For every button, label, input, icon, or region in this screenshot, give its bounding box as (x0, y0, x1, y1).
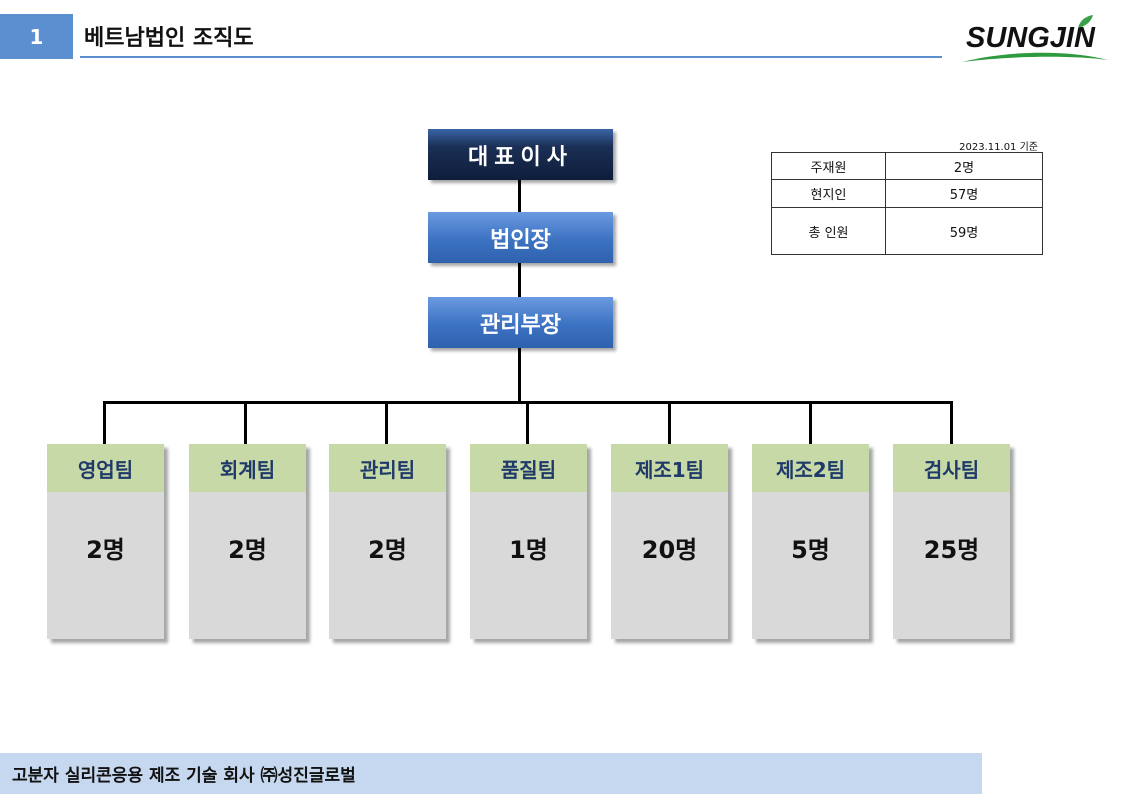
team-drop-line (809, 401, 812, 444)
team-name: 관리팀 (329, 444, 446, 492)
row-value: 59명 (885, 207, 1043, 255)
team-box: 회계팀 2명 (189, 444, 306, 639)
team-name: 회계팀 (189, 444, 306, 492)
title-underline (80, 56, 942, 58)
row-label: 총 인원 (771, 207, 886, 255)
team-box: 검사팀 25명 (893, 444, 1010, 639)
team-name: 검사팀 (893, 444, 1010, 492)
connector-manager-to-bus (518, 348, 521, 403)
footer-banner: 고분자 실리콘응용 제조 기술 회사 ㈜성진글로벌 (0, 753, 982, 794)
team-drop-line (244, 401, 247, 444)
table-row: 총 인원 59명 (771, 207, 1043, 255)
org-box-admin-manager: 관리부장 (428, 297, 613, 348)
team-headcount: 1명 (509, 536, 548, 564)
page-title: 베트남법인 조직도 (84, 26, 254, 51)
team-headcount: 2명 (86, 536, 125, 564)
team-name: 영업팀 (47, 444, 164, 492)
row-value: 57명 (885, 179, 1043, 208)
team-headcount: 20명 (641, 536, 698, 564)
team-name: 품질팀 (470, 444, 587, 492)
staff-summary-table: 주재원 2명 현지인 57명 총 인원 59명 (771, 152, 1043, 255)
company-logo: SUNGJIN (960, 10, 1110, 66)
team-headcount: 5명 (791, 536, 830, 564)
team-drop-line (526, 401, 529, 444)
table-row: 현지인 57명 (771, 179, 1043, 208)
row-label: 현지인 (771, 179, 886, 208)
logo-text: SUNGJIN (966, 22, 1095, 54)
team-headcount: 2명 (368, 536, 407, 564)
team-headcount: 2명 (228, 536, 267, 564)
row-value: 2명 (885, 152, 1043, 180)
team-box: 제조2팀 5명 (752, 444, 869, 639)
team-name: 제조1팀 (611, 444, 728, 492)
org-box-ceo: 대표이사 (428, 129, 613, 180)
connector-head-to-manager (518, 263, 521, 297)
connector-ceo-to-head (518, 180, 521, 212)
org-box-corporate-head: 법인장 (428, 212, 613, 263)
row-label: 주재원 (771, 152, 886, 180)
team-drop-line (950, 401, 953, 444)
team-box: 영업팀 2명 (47, 444, 164, 639)
leaf-icon (962, 15, 1108, 62)
team-drop-line (668, 401, 671, 444)
table-row: 주재원 2명 (771, 152, 1043, 180)
team-drop-line (385, 401, 388, 444)
team-drop-line (103, 401, 106, 444)
team-headcount: 25명 (923, 536, 980, 564)
team-box: 제조1팀 20명 (611, 444, 728, 639)
team-box: 관리팀 2명 (329, 444, 446, 639)
team-name: 제조2팀 (752, 444, 869, 492)
as-of-date: 2023.11.01 기준 (959, 142, 1038, 153)
slide-number: 1 (0, 14, 73, 59)
team-box: 품질팀 1명 (470, 444, 587, 639)
